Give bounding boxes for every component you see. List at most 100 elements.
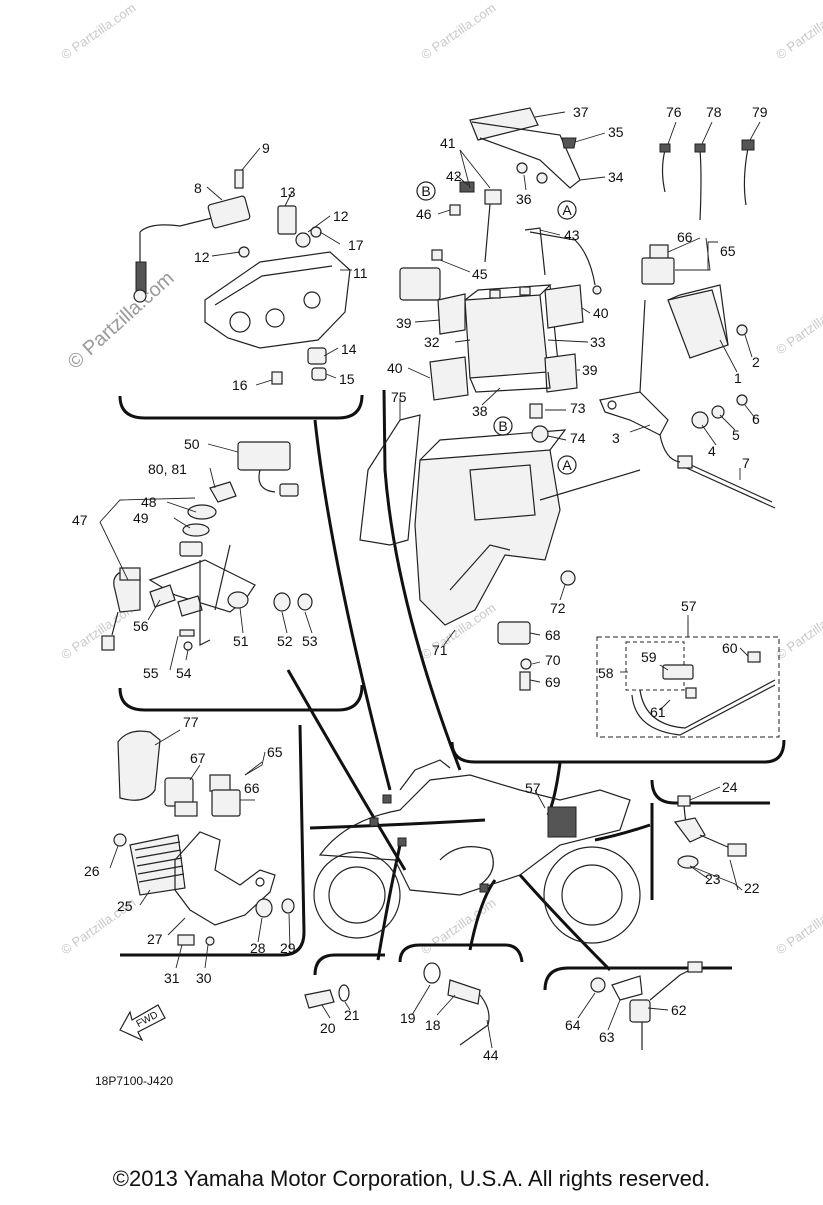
callout: 57 xyxy=(525,780,541,796)
callout: 14 xyxy=(341,341,357,357)
frame-line-6 xyxy=(518,874,612,972)
callout: 17 xyxy=(348,237,364,253)
callout: 75 xyxy=(391,389,407,405)
callout: 54 xyxy=(176,665,192,681)
callout: 5 xyxy=(732,427,740,443)
ref-B: B xyxy=(421,183,430,199)
callout: 77 xyxy=(183,714,199,730)
callout: 24 xyxy=(722,779,738,795)
watermark: © Partzilla.com xyxy=(58,0,138,62)
callout: 78 xyxy=(706,104,722,120)
frame-top-left xyxy=(118,394,364,420)
callout: 47 xyxy=(72,512,88,528)
callout: 48 xyxy=(141,494,157,510)
callout: 72 xyxy=(550,600,566,616)
callout: 71 xyxy=(432,642,448,658)
battery-assembly xyxy=(399,107,602,401)
callout: 12 xyxy=(194,249,210,265)
callout: 39 xyxy=(582,362,598,378)
callout: 59 xyxy=(641,649,657,665)
rectifier-regulator-assembly xyxy=(113,730,295,946)
frame-b62 xyxy=(543,966,732,991)
callout: 32 xyxy=(424,334,440,350)
callout: 44 xyxy=(483,1047,499,1063)
relay-cdi-assembly xyxy=(599,139,776,509)
main-switch-assembly xyxy=(101,441,313,651)
frame-right-mid xyxy=(450,739,786,764)
callout: 68 xyxy=(545,627,561,643)
forward-arrow: FWD xyxy=(119,1004,166,1042)
callout: 57 xyxy=(681,598,697,614)
frame-line-4 xyxy=(376,844,402,961)
callout: 30 xyxy=(196,970,212,986)
callout: 31 xyxy=(164,970,180,986)
callout: 9 xyxy=(262,140,270,156)
frame-b18 xyxy=(398,943,524,963)
callout: 69 xyxy=(545,674,561,690)
callout: 66 xyxy=(677,229,693,245)
callout: 23 xyxy=(705,871,721,887)
callout: 25 xyxy=(117,898,133,914)
callout: 50 xyxy=(184,436,200,452)
callout: 46 xyxy=(416,206,432,222)
callout: 22 xyxy=(744,880,760,896)
watermark: © Partzilla.com xyxy=(773,0,823,62)
callout: 34 xyxy=(608,169,624,185)
watermark: © Partzilla.com xyxy=(773,895,823,958)
callout: 42 xyxy=(446,168,462,184)
ref-A: A xyxy=(562,457,572,473)
copyright-footer: ©2013 Yamaha Motor Corporation, U.S.A. A… xyxy=(112,1166,711,1191)
callout: 26 xyxy=(84,863,100,879)
callout: 37 xyxy=(573,104,589,120)
callout: 63 xyxy=(599,1029,615,1045)
callout: 4 xyxy=(708,443,716,459)
callout: 64 xyxy=(565,1017,581,1033)
callout: 79 xyxy=(752,104,768,120)
callout: 40 xyxy=(387,360,403,376)
frame-mid-left xyxy=(118,684,364,712)
callout: 36 xyxy=(516,191,532,207)
callout: 12 xyxy=(333,208,349,224)
callout: 51 xyxy=(233,633,249,649)
callout: 65 xyxy=(720,243,736,259)
callout: 13 xyxy=(280,184,296,200)
callout: 56 xyxy=(133,618,149,634)
callout: 29 xyxy=(280,940,296,956)
ignition-coil-assembly xyxy=(133,169,351,385)
reference-markers: A A B B xyxy=(416,181,577,475)
callout: 15 xyxy=(339,371,355,387)
watermark: © Partzilla.com xyxy=(773,295,823,358)
watermark: © Partzilla.com xyxy=(773,600,823,663)
callout: 43 xyxy=(564,227,580,243)
callout: 2 xyxy=(752,354,760,370)
frame-line-1 xyxy=(313,419,392,791)
callout: 8 xyxy=(194,180,202,196)
watermark-large: © Partzilla.com xyxy=(64,267,179,374)
callout: 55 xyxy=(143,665,159,681)
ref-B: B xyxy=(498,418,507,434)
frame-line-2 xyxy=(286,669,407,871)
callout: 6 xyxy=(752,411,760,427)
callout: 45 xyxy=(472,266,488,282)
atv-overview xyxy=(313,759,641,944)
callout: 49 xyxy=(133,510,149,526)
callout: 19 xyxy=(400,1010,416,1026)
frame-line-9 xyxy=(382,389,462,771)
frame-bottom-left xyxy=(120,724,306,957)
callout: 3 xyxy=(612,430,620,446)
callout: 41 xyxy=(440,135,456,151)
callout: 1 xyxy=(734,370,742,386)
callout: 18 xyxy=(425,1017,441,1033)
callout: 73 xyxy=(570,400,586,416)
callout: 70 xyxy=(545,652,561,668)
drawing-code: 18P7100-J420 xyxy=(95,1074,173,1088)
callout: 40 xyxy=(593,305,609,321)
callout: 61 xyxy=(650,704,666,720)
ref-A: A xyxy=(562,202,572,218)
callout: 62 xyxy=(671,1002,687,1018)
sensor-parts xyxy=(304,795,747,1050)
battery-box xyxy=(359,403,641,691)
callout: 7 xyxy=(742,455,750,471)
callout: 76 xyxy=(666,104,682,120)
